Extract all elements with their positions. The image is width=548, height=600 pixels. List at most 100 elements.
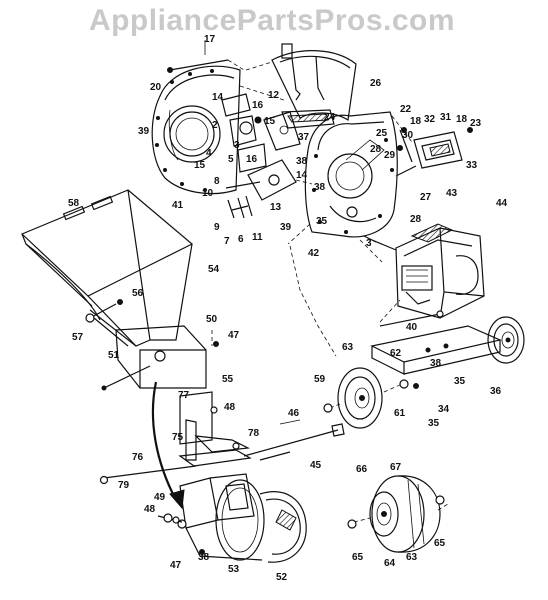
label-59: 59 bbox=[314, 374, 326, 385]
label-18a: 18 bbox=[410, 116, 422, 127]
frame-axle bbox=[370, 310, 502, 375]
label-50: 50 bbox=[206, 314, 218, 325]
label-66: 66 bbox=[356, 464, 368, 475]
label-48b: 48 bbox=[144, 504, 156, 515]
label-48a: 48 bbox=[224, 402, 236, 413]
label-55: 55 bbox=[222, 374, 234, 385]
discharge-deflector bbox=[395, 127, 473, 177]
label-39a: 39 bbox=[138, 126, 150, 137]
label-61: 61 bbox=[394, 408, 406, 419]
label-67: 67 bbox=[390, 462, 402, 473]
assembly-lines bbox=[239, 61, 413, 357]
inlet-chute bbox=[89, 309, 207, 391]
label-18b: 18 bbox=[456, 114, 468, 125]
lower-discharge-housing bbox=[177, 473, 307, 563]
label-78: 78 bbox=[248, 428, 260, 439]
label-79: 79 bbox=[118, 480, 130, 491]
label-4: 4 bbox=[206, 148, 212, 159]
label-46: 46 bbox=[288, 408, 300, 419]
label-14a: 14 bbox=[212, 92, 224, 103]
label-62: 62 bbox=[390, 348, 402, 359]
bolt-17-20 bbox=[167, 40, 245, 73]
label-52: 52 bbox=[276, 572, 288, 583]
part-labels: 17 20 26 12 14 16 2 39 24 15 37 4 15 5 1… bbox=[68, 34, 508, 583]
label-76: 76 bbox=[132, 452, 144, 463]
label-38b: 38 bbox=[430, 358, 442, 369]
label-11: 11 bbox=[252, 232, 263, 243]
chute-bracket bbox=[178, 391, 252, 467]
label-3: 3 bbox=[234, 140, 240, 151]
impeller-parts bbox=[221, 93, 301, 219]
label-35a: 35 bbox=[316, 216, 328, 227]
label-41: 41 bbox=[172, 200, 184, 211]
bolt-56-57 bbox=[85, 299, 123, 323]
label-16a: 16 bbox=[252, 100, 264, 111]
label-77: 77 bbox=[178, 390, 190, 401]
label-35b: 35 bbox=[454, 376, 466, 387]
label-23: 23 bbox=[470, 118, 482, 129]
label-22: 22 bbox=[400, 104, 412, 115]
label-15a: 15 bbox=[264, 116, 276, 127]
label-24: 24 bbox=[324, 112, 336, 123]
control-rod bbox=[243, 419, 345, 461]
label-7: 7 bbox=[224, 236, 230, 247]
label-37: 37 bbox=[298, 132, 310, 143]
bolt-47-50 bbox=[211, 330, 219, 347]
label-16b: 16 bbox=[246, 154, 258, 165]
label-32: 32 bbox=[424, 114, 436, 125]
label-35c: 35 bbox=[428, 418, 440, 429]
upper-shroud bbox=[271, 43, 357, 129]
label-28b: 28 bbox=[410, 214, 422, 225]
label-65b: 65 bbox=[434, 538, 446, 549]
label-63a: 63 bbox=[342, 342, 354, 353]
assembly-arrow bbox=[151, 381, 185, 510]
label-9: 9 bbox=[214, 222, 220, 233]
label-56: 56 bbox=[132, 288, 144, 299]
right-housing-half bbox=[304, 111, 398, 238]
label-15b: 15 bbox=[194, 160, 206, 171]
label-31: 31 bbox=[440, 112, 452, 123]
label-27: 27 bbox=[420, 192, 432, 203]
label-40: 40 bbox=[406, 322, 418, 333]
wheel-detail bbox=[347, 475, 449, 553]
label-43: 43 bbox=[446, 188, 458, 199]
label-57: 57 bbox=[72, 332, 84, 343]
label-34: 34 bbox=[438, 404, 450, 415]
label-45: 45 bbox=[310, 460, 322, 471]
label-14b: 14 bbox=[296, 170, 308, 181]
label-36a: 38 bbox=[296, 156, 308, 167]
label-30: 30 bbox=[402, 130, 414, 141]
label-17: 17 bbox=[204, 34, 216, 45]
rear-wheel-right bbox=[487, 316, 525, 364]
label-38a: 38 bbox=[314, 182, 326, 193]
label-49: 49 bbox=[154, 492, 166, 503]
label-5: 5 bbox=[228, 154, 234, 165]
label-33: 33 bbox=[466, 160, 478, 171]
left-housing-half bbox=[151, 65, 241, 195]
label-42: 42 bbox=[308, 248, 320, 259]
label-53: 53 bbox=[228, 564, 240, 575]
label-58: 58 bbox=[68, 198, 80, 209]
label-3b: 3 bbox=[366, 238, 372, 249]
label-39b: 39 bbox=[280, 222, 292, 233]
label-75: 75 bbox=[172, 432, 184, 443]
label-12: 12 bbox=[268, 90, 280, 101]
label-44: 44 bbox=[496, 198, 508, 209]
label-63b: 63 bbox=[406, 552, 418, 563]
watermark-text: AppliancePartsPros.com bbox=[89, 4, 455, 37]
label-29: 29 bbox=[384, 150, 396, 161]
label-2: 2 bbox=[212, 120, 218, 131]
label-36b: 38 bbox=[198, 552, 210, 563]
label-8: 8 bbox=[214, 176, 220, 187]
engine bbox=[363, 223, 485, 319]
label-65a: 65 bbox=[352, 552, 364, 563]
label-20: 20 bbox=[150, 82, 162, 93]
label-47a: 47 bbox=[228, 330, 240, 341]
label-6: 6 bbox=[238, 234, 244, 245]
rear-wheel-left bbox=[323, 367, 419, 429]
label-25: 25 bbox=[376, 128, 388, 139]
label-51: 51 bbox=[108, 350, 120, 361]
label-47b: 47 bbox=[170, 560, 182, 571]
label-28a: 28 bbox=[370, 144, 382, 155]
